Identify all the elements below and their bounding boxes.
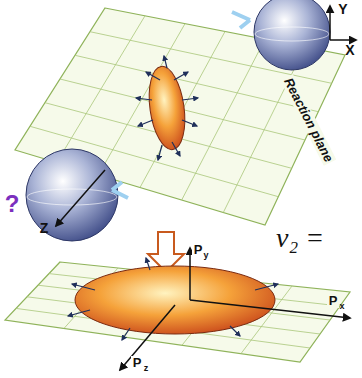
axis-label: Y	[338, 2, 347, 17]
nucleus-sphere	[26, 149, 118, 241]
momentum-plane-grid	[5, 262, 350, 362]
axis-label: P	[131, 356, 144, 370]
motion-arrow	[232, 12, 250, 28]
motion-arrow	[112, 182, 128, 198]
axis-label: Z	[40, 221, 49, 236]
axis-subscript: y	[203, 251, 208, 261]
sphere-band	[255, 27, 329, 41]
axes	[56, 6, 356, 226]
axis-label: P	[192, 243, 205, 257]
axis-subscript: x	[339, 302, 344, 312]
formula-label: v₂ =	[274, 223, 326, 254]
overlap-zone	[136, 56, 198, 160]
expanding-fireball	[68, 258, 278, 340]
momentum-axes	[120, 248, 350, 370]
question-mark: ?	[5, 191, 20, 217]
sphere-band	[27, 189, 117, 205]
plane-label: Reaction plane	[280, 74, 337, 166]
axis-subscript: z	[144, 364, 149, 374]
axis-label: P	[327, 294, 340, 308]
nucleus-sphere	[254, 0, 330, 70]
axis-label: X	[345, 43, 354, 58]
